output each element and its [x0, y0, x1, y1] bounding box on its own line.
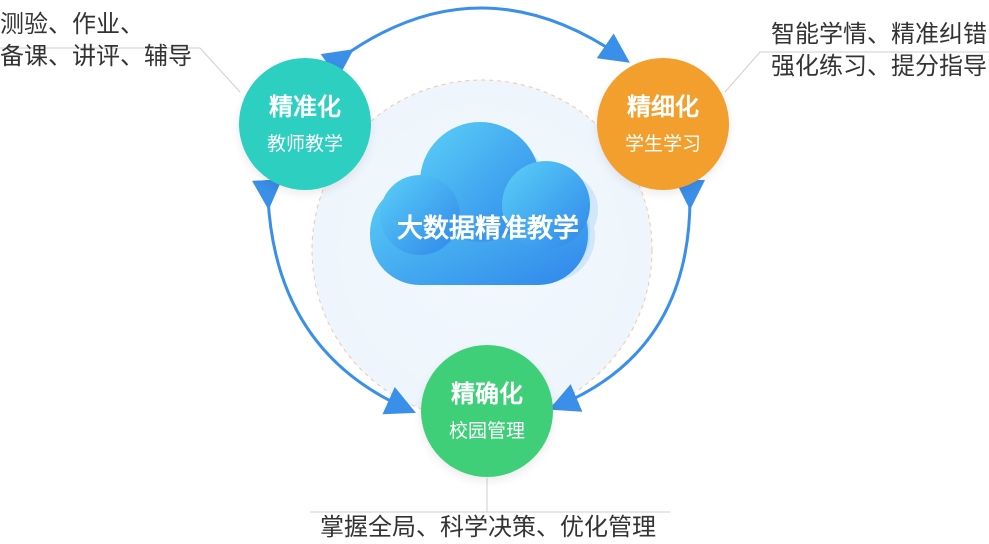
arrow-top	[320, 6, 630, 79]
connector-line-learning	[724, 51, 989, 93]
note-teaching: 测验、作业、 备课、讲评、辅导	[0, 8, 192, 72]
note-teaching-line-2: 备课、讲评、辅导	[0, 42, 192, 70]
node-management: 精确化 校园管理	[421, 345, 553, 477]
node-learning: 精细化 学生学习	[597, 58, 729, 190]
arrow-left	[252, 179, 416, 415]
connector-line-management	[310, 478, 670, 513]
connector-line-teaching	[0, 47, 241, 93]
center-title: 大数据精准教学	[396, 214, 579, 244]
node-learning-title: 精细化	[627, 93, 699, 121]
cloud-icon	[370, 122, 590, 285]
node-learning-subtitle: 学生学习	[624, 133, 701, 155]
node-management-subtitle: 校园管理	[448, 420, 525, 442]
node-teaching: 精准化 教师教学	[239, 58, 371, 190]
note-teaching-line-1: 测验、作业、	[0, 10, 144, 38]
note-management-line-1: 掌握全局、科学决策、优化管理	[320, 513, 656, 541]
note-learning: 智能学情、精准纠错 强化练习、提分指导	[771, 18, 987, 82]
note-learning-line-2: 强化练习、提分指导	[771, 52, 987, 80]
arrow-right	[548, 179, 706, 412]
note-management: 掌握全局、科学决策、优化管理	[308, 511, 668, 543]
node-teaching-subtitle: 教师教学	[266, 133, 343, 155]
node-management-title: 精确化	[451, 380, 523, 408]
note-learning-line-1: 智能学情、精准纠错	[771, 20, 987, 48]
node-teaching-title: 精准化	[269, 93, 341, 121]
